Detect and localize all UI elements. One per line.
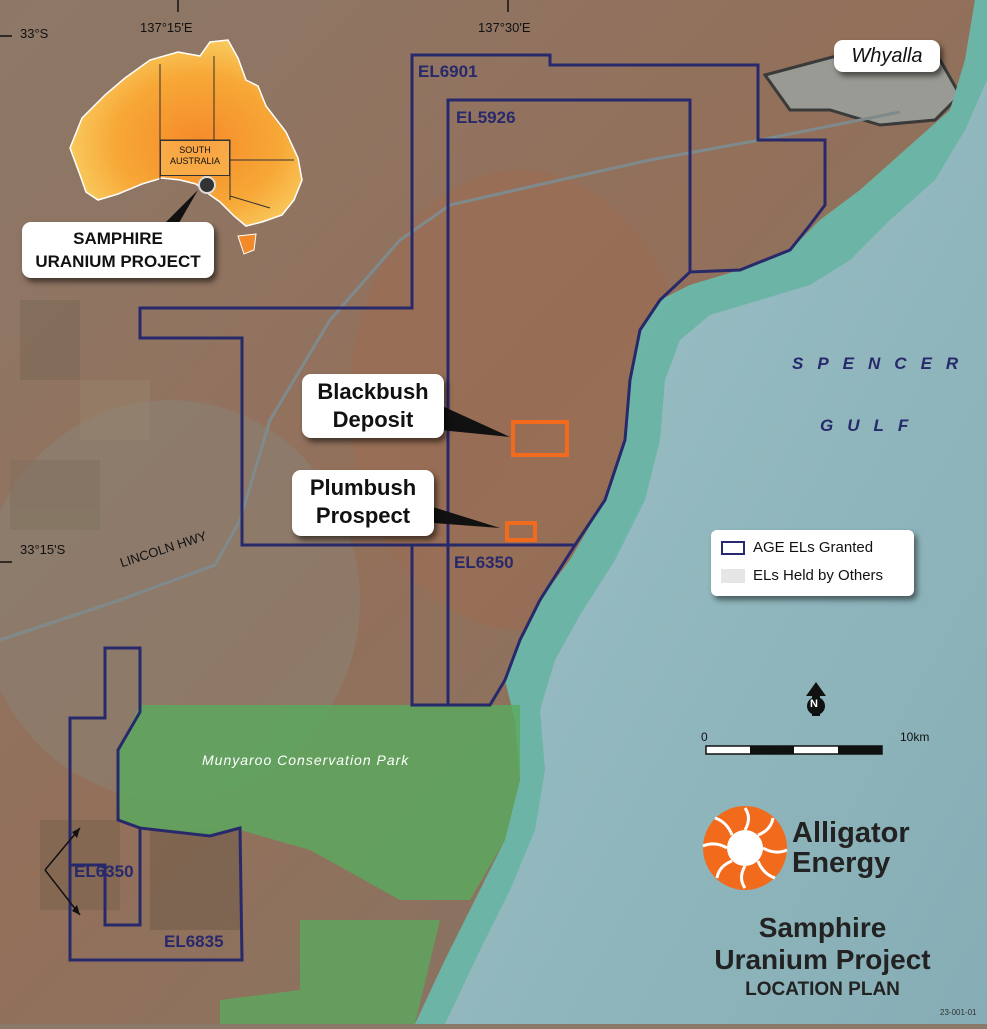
south-australia-box bbox=[160, 140, 230, 176]
legend-granted-swatch bbox=[721, 541, 745, 555]
scale-bar-start: 0 bbox=[701, 730, 708, 744]
arrow-head-down bbox=[72, 905, 80, 915]
lat-label-top: 33°S bbox=[20, 26, 49, 41]
spencer-label: SPENCER bbox=[792, 354, 973, 373]
lon-label-left: 137°15'E bbox=[140, 20, 193, 35]
plumbush-prospect-box bbox=[505, 521, 537, 542]
lat-label-mid: 33°15'S bbox=[20, 542, 66, 557]
title-line1: Samphire bbox=[758, 912, 887, 943]
lon-label-right: 137°30'E bbox=[478, 20, 531, 35]
grey-plain-sw bbox=[0, 400, 360, 800]
inset-pointer bbox=[160, 190, 198, 228]
australia-mainland bbox=[69, 39, 303, 227]
legend-granted-label: AGE ELs Granted bbox=[753, 539, 874, 556]
samphire-inset-callout: SAMPHIRE URANIUM PROJECT bbox=[22, 222, 214, 278]
australia-inset bbox=[69, 39, 303, 255]
south-australia-label: SOUTH AUSTRALIA bbox=[160, 145, 230, 167]
el6835-label: EL6835 bbox=[164, 932, 224, 951]
figure-id: 23-001-01 bbox=[940, 1008, 977, 1017]
plumbush-line1: Plumbush bbox=[309, 475, 417, 500]
arrow-head-up bbox=[72, 828, 80, 838]
logo-wordmark: Alligator Energy bbox=[792, 818, 910, 878]
el5926-label: EL5926 bbox=[456, 108, 516, 127]
el6901-label: EL6901 bbox=[418, 62, 478, 81]
el6835-boundary bbox=[68, 826, 244, 962]
legend-others-swatch bbox=[721, 569, 745, 583]
farmland-patches bbox=[10, 300, 240, 930]
munyaroo-conservation-park bbox=[118, 705, 520, 900]
legend-others-label: ELs Held by Others bbox=[753, 567, 884, 584]
alligator-energy-logo-mark bbox=[702, 806, 788, 890]
gulf-label: GULF bbox=[820, 416, 923, 435]
blackbush-line2: Deposit bbox=[332, 407, 414, 432]
blackbush-deposit-box bbox=[511, 420, 569, 457]
north-arrow-circle bbox=[807, 697, 825, 715]
plumbush-pointer bbox=[420, 503, 500, 528]
blackbush-line1: Blackbush bbox=[317, 379, 429, 404]
project-location-marker bbox=[198, 176, 216, 194]
el6350-west-arrows bbox=[44, 827, 81, 916]
plumbush-callout: Plumbush Prospect bbox=[292, 470, 434, 536]
blackbush-pointer bbox=[440, 405, 510, 437]
plumbush-line2: Prospect bbox=[315, 503, 411, 528]
grid-ticks bbox=[0, 0, 509, 563]
state-line2: AUSTRALIA bbox=[169, 156, 220, 166]
el6901-boundary bbox=[138, 53, 827, 547]
el6350-east-boundary bbox=[410, 543, 578, 707]
whyalla-label: Whyalla bbox=[834, 40, 940, 72]
state-line1: SOUTH bbox=[179, 145, 211, 155]
blackbush-callout: Blackbush Deposit bbox=[302, 374, 444, 438]
el6350-east-label: EL6350 bbox=[454, 553, 514, 572]
north-arrow-label: N bbox=[810, 698, 818, 710]
tasmania bbox=[237, 233, 257, 255]
lincoln-highway bbox=[0, 110, 901, 642]
map-title: Samphire Uranium Project LOCATION PLAN bbox=[700, 912, 945, 1004]
el6350-west-label: EL6350 bbox=[74, 862, 134, 881]
scale-bar bbox=[705, 745, 883, 755]
logo-line2: Energy bbox=[792, 847, 891, 879]
title-line3: LOCATION PLAN bbox=[745, 979, 900, 1000]
scale-bar-end: 10km bbox=[900, 730, 930, 744]
inset-project-line1: SAMPHIRE bbox=[73, 229, 163, 248]
conservation-park-south bbox=[220, 920, 440, 1024]
title-line2: Uranium Project bbox=[714, 944, 931, 975]
legend: AGE ELs Granted ELs Held by Others bbox=[711, 530, 914, 596]
inset-project-line2: URANIUM PROJECT bbox=[35, 252, 201, 271]
munyaroo-label: Munyaroo Conservation Park bbox=[202, 752, 410, 768]
coastal-shallows bbox=[415, 0, 987, 1024]
logo-line1: Alligator bbox=[792, 817, 910, 849]
